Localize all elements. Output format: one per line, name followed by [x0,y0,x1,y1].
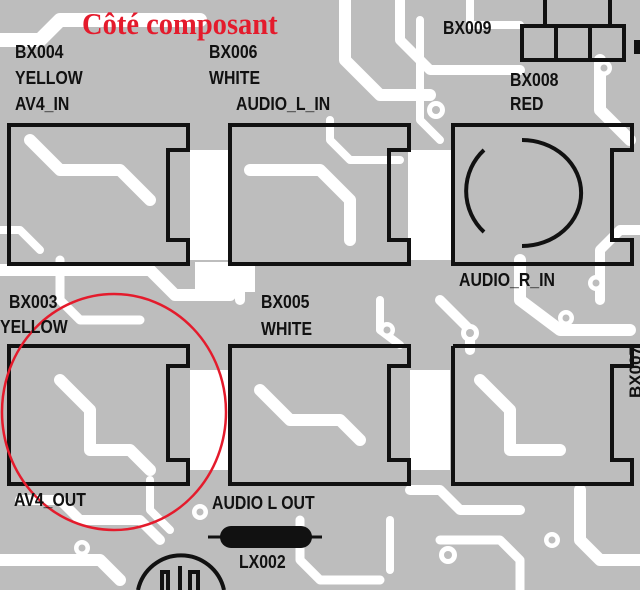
label-bx008-color: RED [510,94,544,114]
header-bx009-outline [520,24,626,62]
jack-bx004-outline [7,123,190,266]
label-bx004-signal: AV4_IN [15,94,70,114]
label-bx009: BX009 [443,18,492,38]
jack-bx003-outline [7,344,190,486]
component-lx002-body [220,526,312,548]
highlight-circle [0,292,228,532]
label-bx005-signal: AUDIO L OUT [212,493,315,513]
label-bx003-signal: AV4_OUT [14,490,86,510]
jack-bx008-arc-left [464,148,486,234]
label-lx002: LX002 [239,552,286,572]
diagram-title: Côté composant [82,6,278,41]
label-bx003: BX003 [9,292,58,312]
label-bx006-color: WHITE [209,68,261,88]
label-bx004-color: YELLOW [15,68,83,88]
label-bx003-color: YELLOW [0,317,68,337]
label-bx005: BX005 [261,292,310,312]
label-bx008-signal: AUDIO_R_IN [459,270,555,290]
label-bx004: BX004 [15,42,64,62]
label-bx007: BX007 [626,346,640,398]
label-bx006: BX006 [209,42,258,62]
label-bx008: BX008 [510,70,559,90]
jack-bx006-outline [228,123,411,266]
component-bottom-left-outline [136,553,226,590]
label-bx006-signal: AUDIO_L_IN [236,94,331,114]
jack-bx005-outline [228,344,411,486]
label-bx005-color: WHITE [261,319,313,339]
jack-bx008-arc-right [521,138,584,248]
jack-bx008-outline [451,123,634,266]
